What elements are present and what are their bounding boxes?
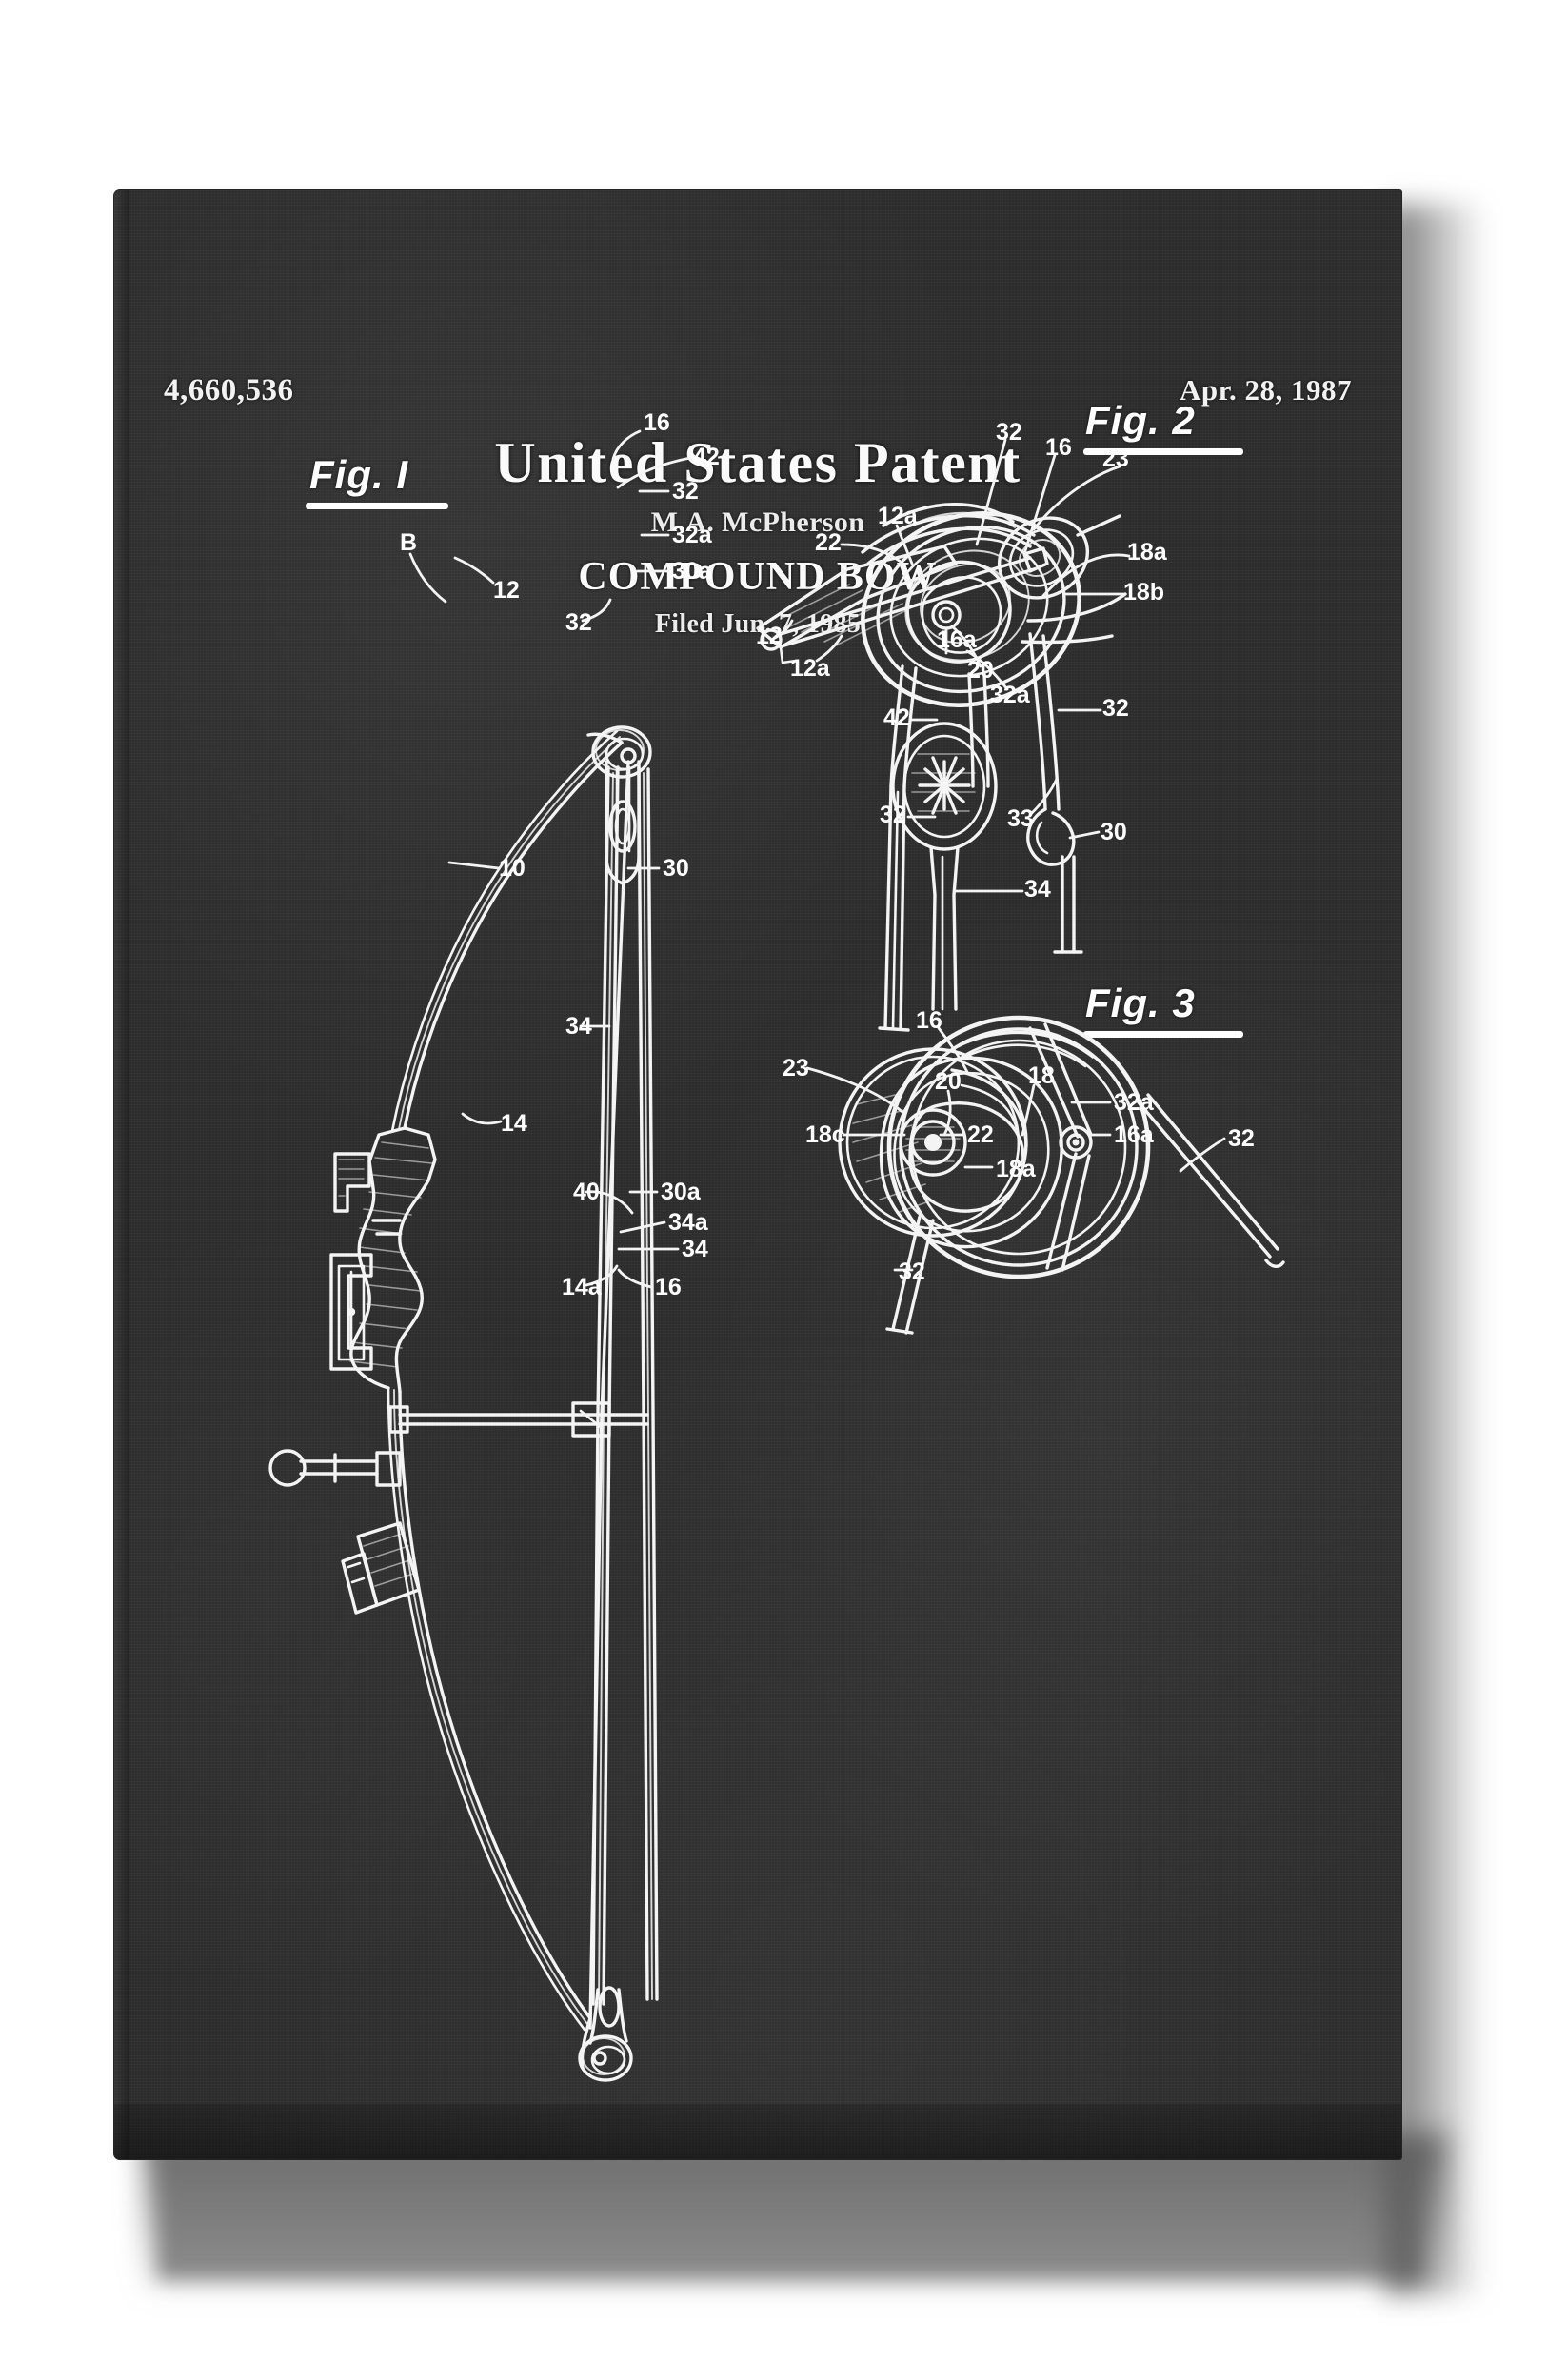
svg-text:10: 10 xyxy=(499,855,526,882)
fig3-leader-lines xyxy=(805,1026,1226,1272)
svg-text:23: 23 xyxy=(1102,446,1129,472)
svg-text:16a: 16a xyxy=(1114,1121,1155,1148)
fig2-star-element xyxy=(918,756,971,815)
fig3-callout-labels: 16 23 20 18 32a 18c 22 16a 32 18a 32 xyxy=(783,1007,1255,1285)
svg-text:18b: 18b xyxy=(1123,579,1164,605)
svg-text:22: 22 xyxy=(815,529,842,556)
svg-text:14a: 14a xyxy=(562,1274,603,1300)
svg-text:20: 20 xyxy=(935,1068,962,1095)
svg-text:32: 32 xyxy=(672,478,699,505)
svg-text:32: 32 xyxy=(1228,1125,1255,1152)
svg-text:14: 14 xyxy=(501,1110,527,1137)
svg-text:12: 12 xyxy=(493,577,520,604)
svg-text:16: 16 xyxy=(644,409,670,436)
fig1-caption-rule xyxy=(306,503,448,509)
fig3-caption-label: Fig. 3 xyxy=(1085,981,1196,1025)
fig2-caption: Fig. 2 xyxy=(1083,398,1243,455)
fig1-leader-lines xyxy=(408,429,692,1289)
svg-text:40: 40 xyxy=(573,1179,600,1205)
svg-text:30: 30 xyxy=(1101,819,1127,845)
canvas-shadow-bottom xyxy=(143,2132,1447,2299)
svg-text:32: 32 xyxy=(565,609,592,636)
svg-text:30a: 30a xyxy=(672,558,713,585)
svg-text:34: 34 xyxy=(682,1236,708,1262)
fig1-caption: Fig. I xyxy=(306,452,448,509)
svg-text:16: 16 xyxy=(1045,434,1072,461)
svg-text:18c: 18c xyxy=(805,1121,845,1148)
svg-text:18a: 18a xyxy=(1127,539,1168,565)
svg-text:34a: 34a xyxy=(668,1209,709,1236)
svg-text:22: 22 xyxy=(967,1121,994,1148)
fig2-leader-lines xyxy=(773,438,1131,893)
svg-text:42: 42 xyxy=(883,704,910,731)
svg-text:30a: 30a xyxy=(661,1179,702,1205)
patent-drawing: 16 42 32 32a 30a B 12 32 10 30 34 14 40 … xyxy=(268,409,1285,2082)
patent-inventor: M.A. McPherson xyxy=(650,506,865,538)
svg-text:32: 32 xyxy=(1102,695,1129,722)
canvas-shadow-right xyxy=(1385,205,1485,2294)
patent-office-title: United States Patent xyxy=(494,431,1021,494)
canvas-edge-bottom xyxy=(114,2104,1401,2159)
fig1-caption-label: Fig. I xyxy=(309,452,408,497)
fig2-callout-labels: 32 16 23 12a 22 18a 18b 12 12a 16a 20 32… xyxy=(756,419,1168,902)
svg-text:B: B xyxy=(400,529,417,556)
patent-number: 4,660,536 xyxy=(164,373,294,407)
canvas-edge-left xyxy=(114,190,129,2159)
svg-text:12a: 12a xyxy=(878,503,919,529)
svg-text:42: 42 xyxy=(693,444,720,470)
fig3-caption-rule xyxy=(1083,1031,1243,1038)
svg-text:32a: 32a xyxy=(672,522,713,548)
fig2-caption-label: Fig. 2 xyxy=(1085,398,1196,443)
svg-text:30: 30 xyxy=(663,855,689,882)
svg-text:12: 12 xyxy=(756,623,783,649)
svg-text:32: 32 xyxy=(899,1259,925,1285)
svg-text:34: 34 xyxy=(1024,876,1051,902)
svg-text:32: 32 xyxy=(880,802,906,828)
svg-text:32: 32 xyxy=(996,419,1022,446)
svg-text:32a: 32a xyxy=(1114,1089,1155,1116)
svg-text:18a: 18a xyxy=(996,1156,1037,1182)
fig3-drawing: 16 23 20 18 32a 18c 22 16a 32 18a 32 xyxy=(783,1007,1285,1335)
svg-text:12a: 12a xyxy=(790,655,831,682)
svg-text:34: 34 xyxy=(565,1013,592,1040)
svg-text:20: 20 xyxy=(967,657,994,684)
fig1-callout-labels: 16 42 32 32a 30a B 12 32 10 30 34 14 40 … xyxy=(400,409,720,1300)
patent-canvas-print: 4,660,536 Apr. 28, 1987 United States Pa… xyxy=(114,190,1401,2159)
svg-text:18: 18 xyxy=(1028,1062,1055,1089)
fig1-drawing: 16 42 32 32a 30a B 12 32 10 30 34 14 40 … xyxy=(268,409,720,2082)
svg-text:33: 33 xyxy=(1007,805,1034,832)
svg-text:16: 16 xyxy=(916,1007,942,1034)
svg-text:16: 16 xyxy=(655,1274,682,1300)
fig3-caption: Fig. 3 xyxy=(1083,981,1243,1038)
fig2-drawing: 32 16 23 12a 22 18a 18b 12 12a 16a 20 32… xyxy=(756,419,1168,1032)
svg-text:23: 23 xyxy=(783,1055,809,1081)
patent-date: Apr. 28, 1987 xyxy=(1179,373,1352,407)
fig2-caption-rule xyxy=(1083,448,1243,455)
svg-text:16a: 16a xyxy=(937,626,978,653)
svg-text:32a: 32a xyxy=(990,682,1031,708)
